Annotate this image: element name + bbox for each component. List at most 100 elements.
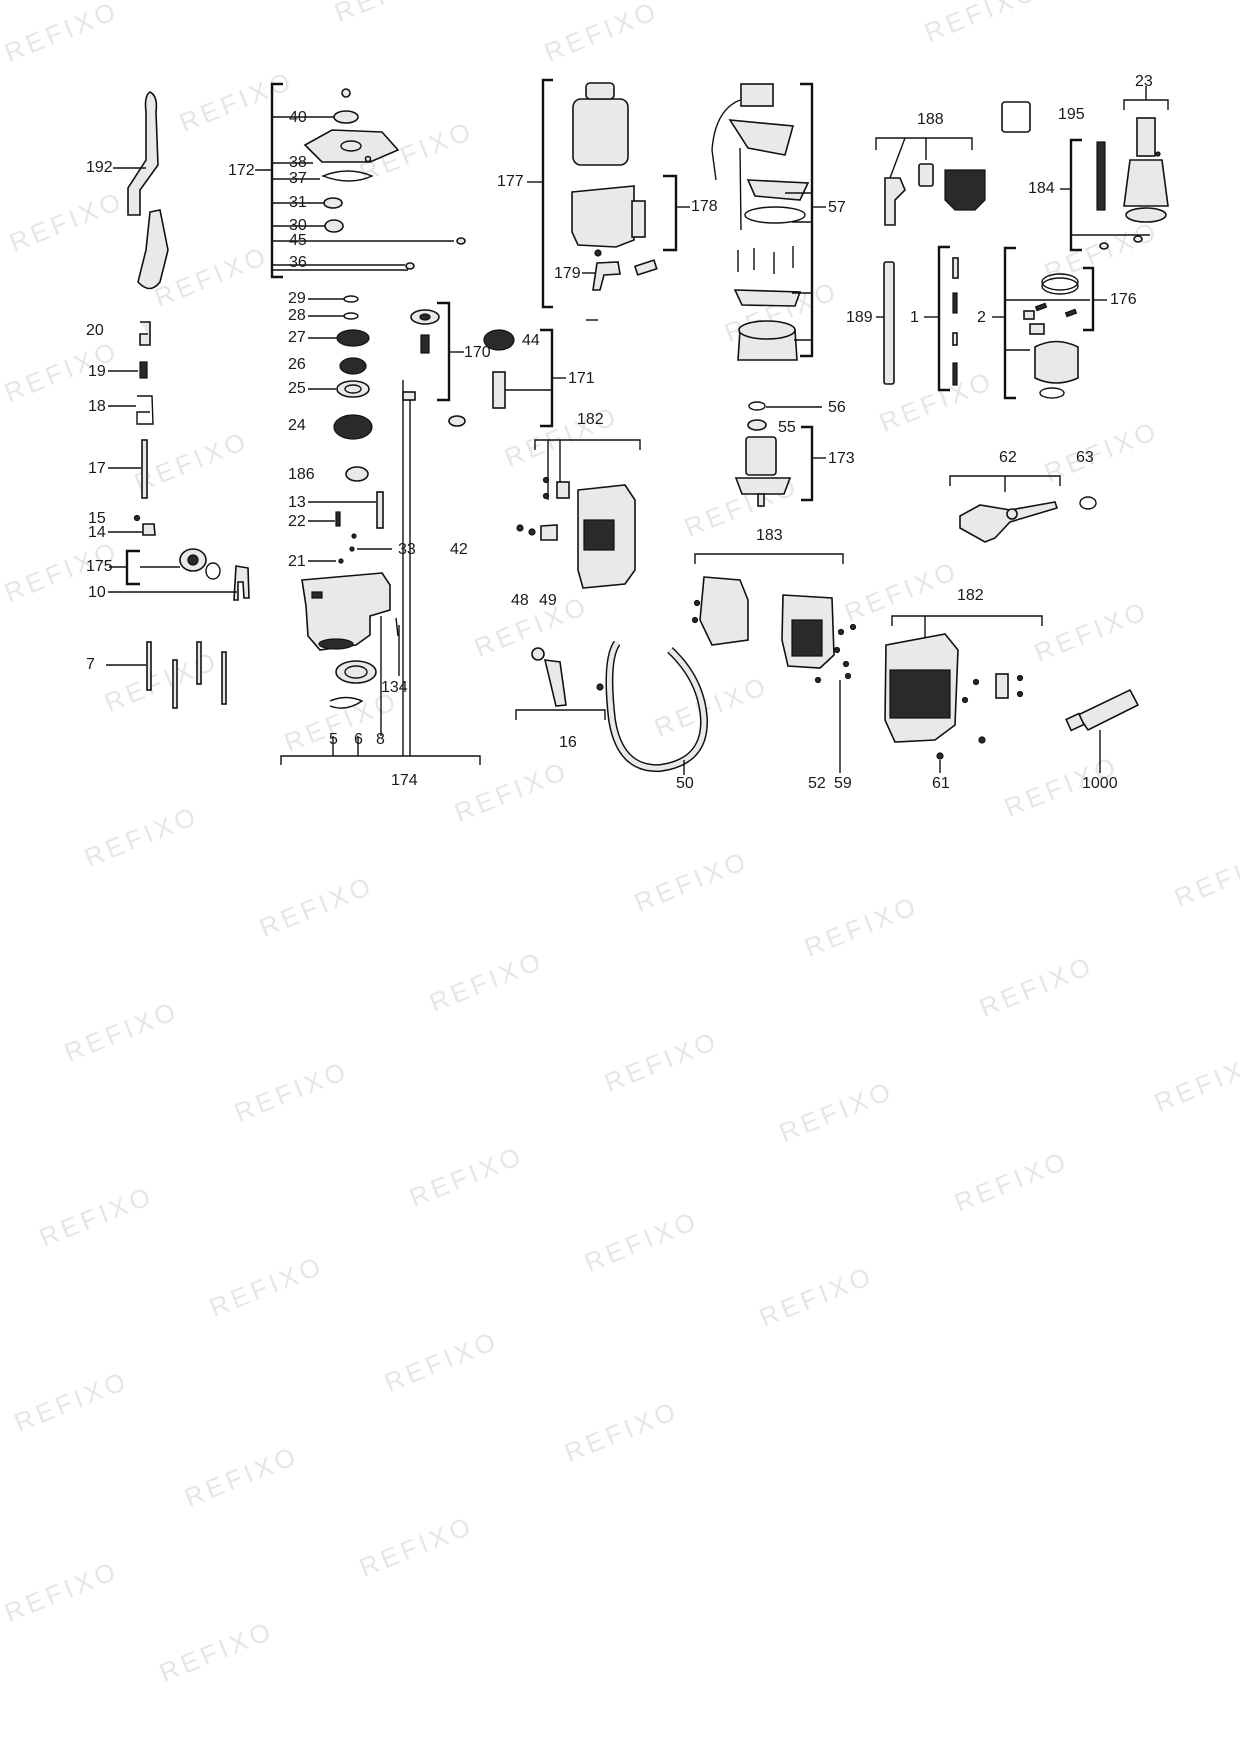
label-13: 13 [288, 494, 306, 511]
label-178: 178 [691, 198, 718, 215]
label-49: 49 [539, 592, 557, 609]
label-50: 50 [676, 775, 694, 792]
label-25: 25 [288, 380, 306, 397]
label-16: 16 [559, 734, 577, 751]
part-62-trigger [949, 475, 1061, 543]
label-45: 45 [289, 232, 307, 249]
part-16-handle-lever [515, 647, 606, 720]
part-15-pin [133, 514, 141, 522]
part-195-box [1001, 101, 1031, 133]
label-15: 15 [88, 510, 106, 527]
part-1000-grease-tube [1065, 688, 1140, 773]
label-183: 183 [756, 527, 783, 544]
part-177-water-tank [527, 78, 690, 321]
label-52: 52 [808, 775, 826, 792]
part-2-176-group [992, 246, 1107, 400]
label-1: 1 [910, 309, 919, 326]
part-170-group [410, 301, 464, 402]
label-59: 59 [834, 775, 852, 792]
label-174: 174 [391, 772, 418, 789]
label-20: 20 [86, 322, 104, 339]
label-19: 19 [88, 363, 106, 380]
part-63-oring [1079, 496, 1097, 510]
label-184: 184 [1028, 180, 1055, 197]
gear-stack [308, 295, 373, 440]
label-26: 26 [288, 356, 306, 373]
label-36: 36 [289, 254, 307, 271]
label-176: 176 [1110, 291, 1137, 308]
part-171-group [448, 328, 566, 428]
label-17: 17 [88, 460, 106, 477]
part-18-clip [136, 395, 154, 425]
label-33: 33 [398, 541, 416, 558]
label-40: 40 [289, 109, 307, 126]
part-20-clip [139, 321, 151, 346]
label-173: 173 [828, 450, 855, 467]
label-192: 192 [86, 159, 113, 176]
label-48: 48 [511, 592, 529, 609]
label-134: 134 [381, 679, 408, 696]
label-175: 175 [86, 558, 113, 575]
part-175-group [109, 548, 221, 586]
label-14: 14 [88, 524, 106, 541]
part-174-gear-housing [280, 380, 481, 765]
part-188-chuck-group [875, 137, 986, 226]
part-182-handle-right [884, 615, 1043, 773]
label-38: 38 [289, 154, 307, 171]
label-42: 42 [450, 541, 468, 558]
part-13-shaft [376, 491, 384, 529]
label-177: 177 [497, 173, 524, 190]
label-2: 2 [977, 309, 986, 326]
label-56: 56 [828, 399, 846, 416]
label-30: 30 [289, 217, 307, 234]
label-44: 44 [522, 332, 540, 349]
part-182-handle-left [516, 439, 641, 589]
label-61: 61 [932, 775, 950, 792]
part-14-clamp [142, 523, 156, 536]
part-7-screws [106, 641, 227, 709]
label-10: 10 [88, 584, 106, 601]
part-59-screws [833, 623, 857, 773]
label-182-left: 182 [577, 411, 604, 428]
part-22-pin [335, 511, 341, 527]
part-172-group [255, 82, 466, 279]
label-21: 21 [288, 553, 306, 570]
label-22: 22 [288, 513, 306, 530]
label-182-right: 182 [957, 587, 984, 604]
label-186: 186 [288, 466, 315, 483]
label-24: 24 [288, 417, 306, 434]
part-186-bearing [345, 466, 369, 482]
part-173-armature [734, 401, 826, 507]
label-179: 179 [554, 265, 581, 282]
label-170: 170 [464, 344, 491, 361]
part-19-spring [139, 361, 148, 379]
label-6: 6 [354, 731, 363, 748]
label-171: 171 [568, 370, 595, 387]
label-172: 172 [228, 162, 255, 179]
part-10-bracket [233, 565, 250, 601]
part-192-chain [113, 91, 169, 290]
part-23-184-spindle [1060, 86, 1169, 252]
part-183-motor-housing [691, 553, 844, 684]
label-31: 31 [289, 194, 307, 211]
label-57: 57 [828, 199, 846, 216]
label-62: 62 [999, 449, 1017, 466]
label-28: 28 [288, 307, 306, 324]
label-23: 23 [1135, 73, 1153, 90]
label-63: 63 [1076, 449, 1094, 466]
label-1000: 1000 [1082, 775, 1118, 792]
part-17-rod [141, 439, 148, 499]
label-7: 7 [86, 656, 95, 673]
label-188: 188 [917, 111, 944, 128]
label-55: 55 [778, 419, 796, 436]
part-189-rod [876, 261, 895, 385]
part-1-group [924, 245, 959, 392]
label-195: 195 [1058, 106, 1085, 123]
label-5: 5 [329, 731, 338, 748]
part-57-switch-assembly [711, 82, 826, 361]
label-27: 27 [288, 329, 306, 346]
label-8: 8 [376, 731, 385, 748]
label-189: 189 [846, 309, 873, 326]
